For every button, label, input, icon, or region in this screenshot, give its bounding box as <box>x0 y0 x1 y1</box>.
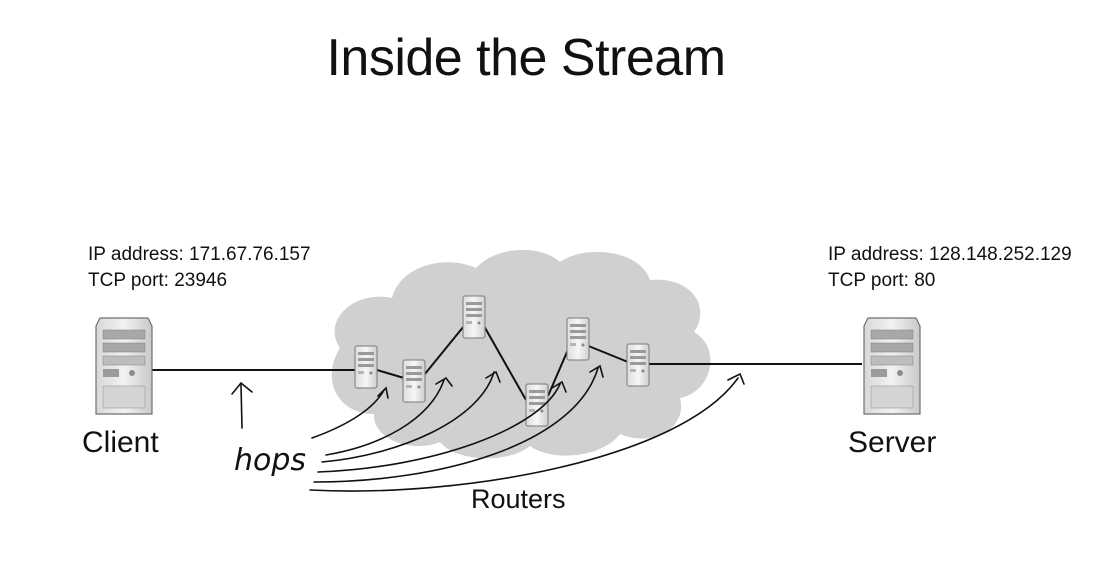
handwritten-annotations <box>231 364 745 492</box>
hop-arrow-head <box>231 381 253 395</box>
client-tcp-port: TCP port: 23946 <box>88 270 228 291</box>
router-icon <box>566 317 590 361</box>
hops-label: hops <box>234 443 306 478</box>
server-tcp-port: TCP port: 80 <box>828 270 936 291</box>
routers-label: Routers <box>471 484 566 514</box>
router-icon <box>626 343 650 387</box>
server-computer-icon <box>863 317 921 415</box>
client-computer-icon <box>95 317 153 415</box>
network-cloud <box>331 249 711 459</box>
server-ip-address: IP address: 128.148.252.129 <box>828 244 1072 265</box>
hop-curve <box>325 379 445 456</box>
hop-curve <box>321 371 495 463</box>
client-info: IP address: 171.67.76.157 TCP port: 2394… <box>88 242 311 294</box>
server-label: Server <box>848 426 937 459</box>
hop-curve <box>311 389 385 439</box>
network-links <box>150 325 862 401</box>
client-ip-address: IP address: 171.67.76.157 <box>88 244 311 265</box>
hop-curve <box>309 377 739 492</box>
server-info: IP address: 128.148.252.129 TCP port: 80 <box>828 242 1072 294</box>
slide-title: Inside the Stream <box>326 29 726 87</box>
hop-curve <box>313 367 599 483</box>
hop-arrow <box>240 384 243 429</box>
router-icon <box>354 345 378 389</box>
router-icon <box>402 359 426 403</box>
hop-curve <box>317 383 561 473</box>
router-icon <box>462 295 486 339</box>
client-label: Client <box>82 426 159 459</box>
